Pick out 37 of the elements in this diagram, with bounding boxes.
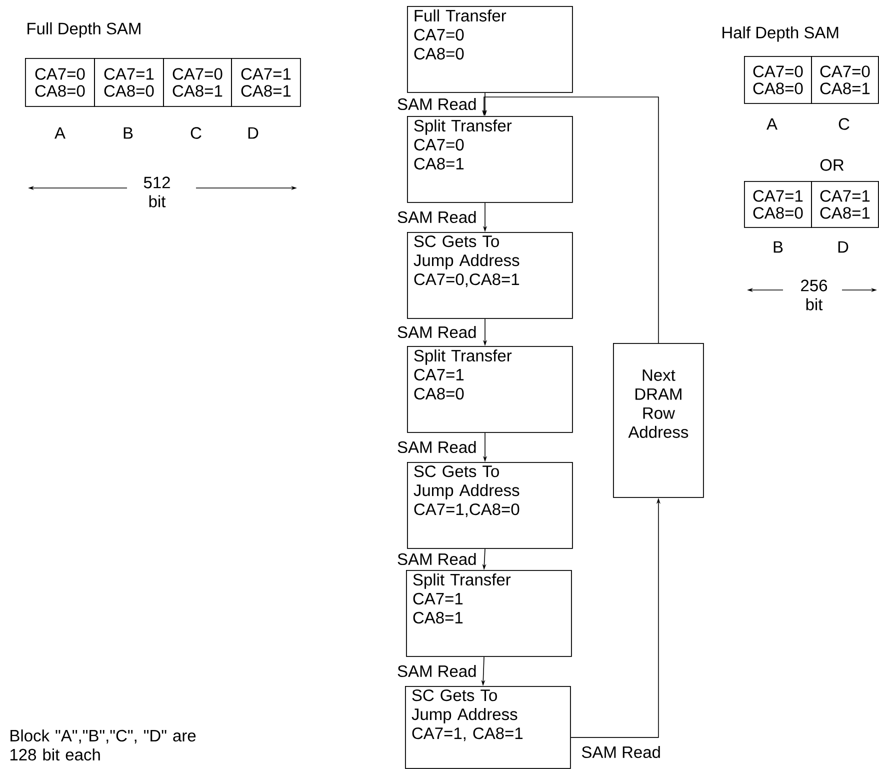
process-box: SC Gets To Jump Address CA7=1, CA8=1: [405, 686, 571, 769]
edge-label: SAM Read: [396, 210, 478, 224]
process-box: Split Transfer CA7=0 CA8=1: [407, 116, 573, 203]
edge-label: SAM Read: [396, 324, 478, 340]
note-text: Block "A","B","C", "D" are 128 bit each: [10, 729, 196, 761]
block-letter: A: [54, 127, 66, 139]
block-letter: D: [248, 127, 258, 139]
block-letter: B: [774, 241, 783, 253]
process-box: Full Transfer CA7=0 CA8=0: [407, 6, 573, 93]
block-letter: C: [838, 118, 850, 130]
process-box: Next DRAM Row Address: [613, 343, 704, 498]
table-cell: CA7=1 CA8=1: [231, 58, 301, 107]
block-letter: B: [124, 127, 133, 139]
edge-label: SAM Read: [396, 440, 478, 454]
table-heading: Half Depth SAM: [722, 26, 838, 42]
table-heading: Full Depth SAM: [28, 22, 140, 38]
table-cell: CA7=0 CA8=0: [744, 56, 812, 104]
block-letter: A: [766, 118, 778, 130]
dimension-label: 512 bit: [144, 176, 170, 208]
table-cell: CA7=1 CA8=0: [744, 181, 812, 228]
edge-label: SAM Read: [396, 664, 478, 678]
process-box: SC Gets To Jump Address CA7=1,CA8=0: [407, 462, 573, 549]
table-cell: CA7=1 CA8=1: [811, 181, 879, 228]
block-letter: C: [190, 127, 202, 139]
or-label: OR: [820, 159, 844, 171]
table-cell: CA7=0 CA8=1: [163, 58, 232, 107]
block-letter: D: [838, 241, 848, 253]
table-cell: CA7=0 CA8=1: [811, 56, 879, 104]
edge-label: SAM Read: [580, 744, 662, 760]
process-box: SC Gets To Jump Address CA7=0,CA8=1: [407, 232, 573, 319]
edge-label: SAM Read: [396, 96, 478, 112]
dimension-label: 256 bit: [801, 280, 828, 310]
process-box: Split Transfer CA7=1 CA8=1: [406, 570, 572, 657]
table-cell: CA7=0 CA8=0: [25, 58, 95, 107]
process-box: Split Transfer CA7=1 CA8=0: [407, 346, 573, 433]
edge-label: SAM Read: [396, 552, 478, 566]
table-cell: CA7=1 CA8=0: [94, 58, 164, 107]
